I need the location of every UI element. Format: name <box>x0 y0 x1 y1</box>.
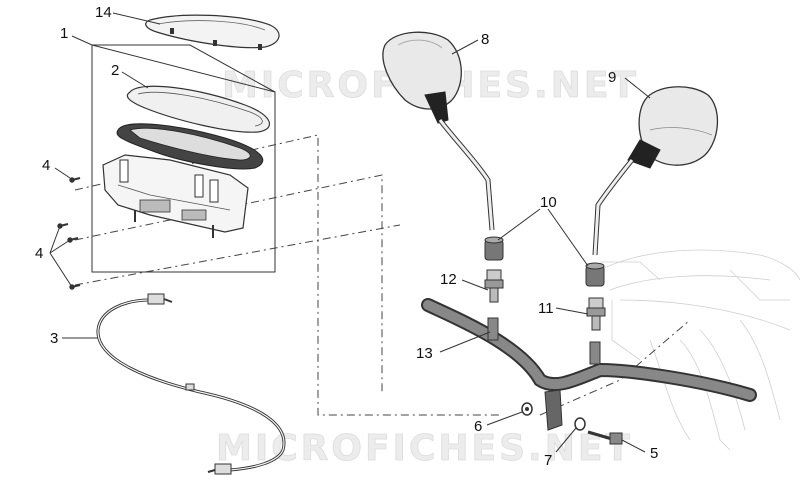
callout-11: 11 <box>538 300 554 317</box>
callout-10: 10 <box>540 194 557 211</box>
right-mirror <box>592 86 719 256</box>
callout-13: 13 <box>416 345 433 362</box>
callout-5: 5 <box>650 445 658 462</box>
callout-labels: 14 1 2 4 4 3 8 9 10 12 11 13 6 7 5 <box>35 4 658 469</box>
callout-6: 6 <box>474 418 482 435</box>
callout-14: 14 <box>95 4 112 21</box>
handlebar <box>421 298 757 431</box>
assembly-guide-lines <box>74 134 691 416</box>
fasteners <box>521 402 623 445</box>
callout-7: 7 <box>544 452 552 469</box>
callout-12: 12 <box>440 271 457 288</box>
rubber-sleeves <box>484 236 605 287</box>
callout-8: 8 <box>481 31 489 48</box>
callout-4-top: 4 <box>42 157 50 174</box>
callout-1: 1 <box>60 25 68 42</box>
instrument-cover <box>145 14 280 50</box>
mirror-adapters <box>484 269 606 331</box>
callout-3: 3 <box>50 330 58 347</box>
callout-2: 2 <box>111 62 119 79</box>
scooter-body-outline <box>599 249 800 451</box>
ring-gasket <box>126 85 270 133</box>
callout-4-group: 4 <box>35 245 43 262</box>
speedometer-cable <box>96 293 286 475</box>
gasket-plate <box>116 123 264 170</box>
left-mirror <box>382 31 495 231</box>
callout-9: 9 <box>608 69 616 86</box>
instrument-housing <box>102 154 249 238</box>
screws <box>57 177 81 290</box>
leader-lines <box>49 12 651 453</box>
dashboard-assembly-box <box>91 44 276 273</box>
watermark-bottom: MICROFICHES.NET <box>216 428 633 469</box>
